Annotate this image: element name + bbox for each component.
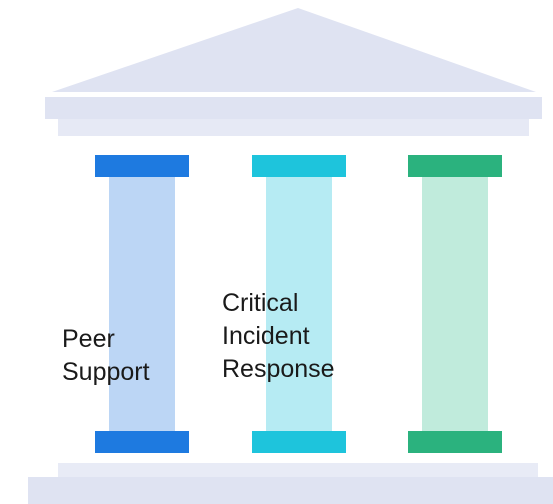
pillar-base	[252, 431, 346, 453]
label-line: Support	[62, 358, 150, 386]
pillar-label-critical-incident-response: Critical Incident Response	[222, 287, 335, 386]
pillar-base	[408, 431, 502, 453]
foundation-step	[58, 463, 538, 477]
pillar-label-peer-support: Peer Support	[62, 323, 150, 389]
pillar-cap	[95, 155, 189, 177]
roof	[52, 8, 536, 92]
label-line: Response	[222, 355, 335, 383]
foundation	[28, 477, 553, 504]
pillar-base	[95, 431, 189, 453]
entablature-lower	[58, 119, 529, 136]
pillar-cap	[252, 155, 346, 177]
pillar-shaft	[422, 177, 488, 431]
pillar-unlabeled	[408, 155, 502, 453]
pillar-shaft	[266, 177, 332, 431]
pillar-cap	[408, 155, 502, 177]
label-line: Incident	[222, 322, 310, 350]
pillar-shaft	[109, 177, 175, 431]
label-line: Critical	[222, 289, 299, 317]
label-line: Peer	[62, 325, 115, 353]
entablature	[45, 97, 542, 119]
pillar-critical-incident-response	[252, 155, 346, 453]
pillar-peer-support	[95, 155, 189, 453]
roof-pediment	[52, 8, 536, 92]
